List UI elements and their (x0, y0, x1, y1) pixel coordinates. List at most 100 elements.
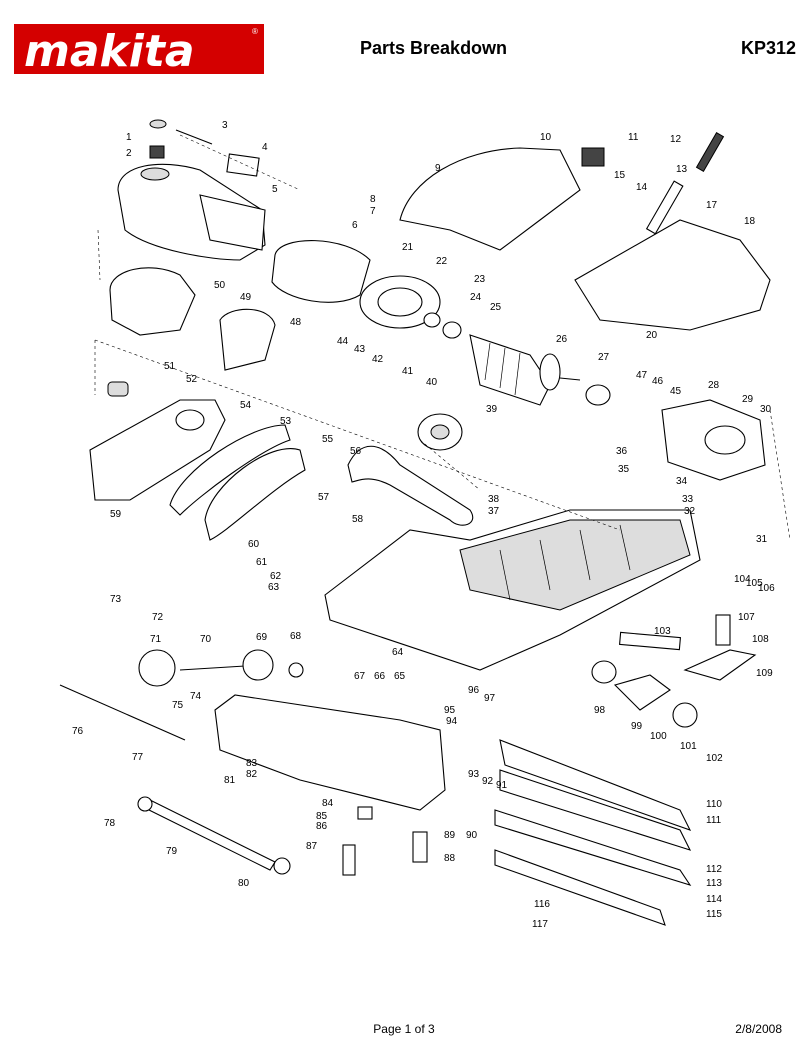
callout-114: 114 (706, 894, 722, 905)
callout-20: 20 (646, 330, 658, 341)
base-plate (324, 509, 701, 671)
callout-103: 103 (654, 626, 671, 637)
callout-66: 66 (374, 671, 386, 682)
callout-37: 37 (488, 506, 500, 517)
callout-59: 59 (110, 509, 122, 520)
callout-60: 60 (248, 539, 260, 550)
callout-88: 88 (444, 853, 456, 864)
callout-96: 96 (468, 685, 480, 696)
callout-67: 67 (354, 671, 366, 682)
callout-40: 40 (426, 377, 438, 388)
makita-logo: makita ® (14, 24, 264, 74)
callout-112: 112 (706, 864, 722, 875)
callout-48: 48 (290, 317, 302, 328)
callout-52: 52 (186, 374, 198, 385)
callout-98: 98 (594, 705, 606, 716)
callout-87: 87 (306, 841, 318, 852)
callout-84: 84 (322, 798, 334, 809)
callout-44: 44 (337, 336, 349, 347)
callout-56: 56 (350, 446, 362, 457)
callout-104: 104 (734, 574, 751, 585)
callout-15: 15 (614, 170, 626, 181)
callout-57: 57 (318, 492, 330, 503)
callout-42: 42 (372, 354, 384, 365)
callout-49: 49 (240, 292, 252, 303)
callout-82: 82 (246, 769, 258, 780)
callout-105: 105 (746, 578, 763, 589)
callout-81: 81 (224, 775, 236, 786)
callout-116: 116 (534, 899, 550, 910)
callout-74: 74 (190, 691, 202, 702)
callout-58: 58 (352, 514, 364, 525)
callout-65: 65 (394, 671, 406, 682)
callout-51: 51 (164, 361, 176, 372)
callout-9: 9 (435, 163, 441, 174)
callout-1: 1 (126, 132, 132, 143)
callout-68: 68 (290, 631, 302, 642)
callout-80: 80 (238, 878, 250, 889)
callout-4: 4 (262, 142, 268, 153)
callout-35: 35 (618, 464, 630, 475)
callout-113: 113 (706, 878, 722, 889)
callout-92: 92 (482, 776, 494, 787)
page-title: Parts Breakdown (360, 38, 508, 58)
motor-housing (117, 163, 266, 261)
callout-2: 2 (126, 148, 132, 159)
callout-46: 46 (652, 376, 664, 387)
callout-43: 43 (354, 344, 366, 355)
callout-12: 12 (670, 134, 682, 145)
callout-6: 6 (352, 220, 358, 231)
callout-69: 69 (256, 632, 268, 643)
callout-25: 25 (490, 302, 502, 313)
callout-47: 47 (636, 370, 648, 381)
callout-10: 10 (540, 132, 552, 143)
callout-50: 50 (214, 280, 226, 291)
callout-106: 106 (758, 583, 775, 594)
model-number: KP312 (740, 38, 796, 58)
callout-5: 5 (272, 184, 278, 195)
callout-99: 99 (631, 721, 643, 732)
callout-17: 17 (706, 200, 718, 211)
callout-77: 77 (132, 752, 144, 763)
callout-73: 73 (110, 594, 122, 605)
callout-45: 45 (670, 386, 682, 397)
callout-100: 100 (650, 731, 667, 742)
callout-54: 54 (240, 400, 252, 411)
callout-62: 62 (270, 571, 282, 582)
callout-11: 11 (628, 132, 639, 143)
callout-21: 21 (402, 242, 414, 253)
callout-13: 13 (676, 164, 688, 175)
callout-18: 18 (744, 216, 756, 227)
callout-101: 101 (680, 741, 697, 752)
callout-110: 110 (706, 799, 722, 810)
armature (469, 334, 581, 406)
callout-61: 61 (256, 557, 268, 568)
callout-32: 32 (684, 506, 696, 517)
callout-102: 102 (706, 753, 723, 764)
callout-31: 31 (756, 534, 768, 545)
callout-22: 22 (436, 256, 448, 267)
callout-36: 36 (616, 446, 628, 457)
callout-108: 108 (752, 634, 769, 645)
exploded-view: 1234567891011121314151718202122232425262… (59, 119, 791, 930)
callout-91: 91 (496, 780, 508, 791)
callout-95: 95 (444, 705, 456, 716)
callout-97: 97 (484, 693, 496, 704)
makita-wordmark: makita ® (24, 26, 258, 74)
callout-30: 30 (760, 404, 772, 415)
callout-14: 14 (636, 182, 648, 193)
callout-83: 83 (246, 758, 258, 769)
callout-33: 33 (682, 494, 694, 505)
brand-text: makita (24, 26, 195, 74)
callout-70: 70 (200, 634, 212, 645)
callout-64: 64 (392, 647, 404, 658)
cutter-drum (494, 739, 692, 926)
revision-date: 2/8/2008 (735, 1022, 782, 1036)
callout-34: 34 (676, 476, 688, 487)
callout-71: 71 (150, 634, 162, 645)
callout-94: 94 (446, 716, 458, 727)
callout-89: 89 (444, 830, 456, 841)
callout-39: 39 (486, 404, 498, 415)
callout-90: 90 (466, 830, 478, 841)
